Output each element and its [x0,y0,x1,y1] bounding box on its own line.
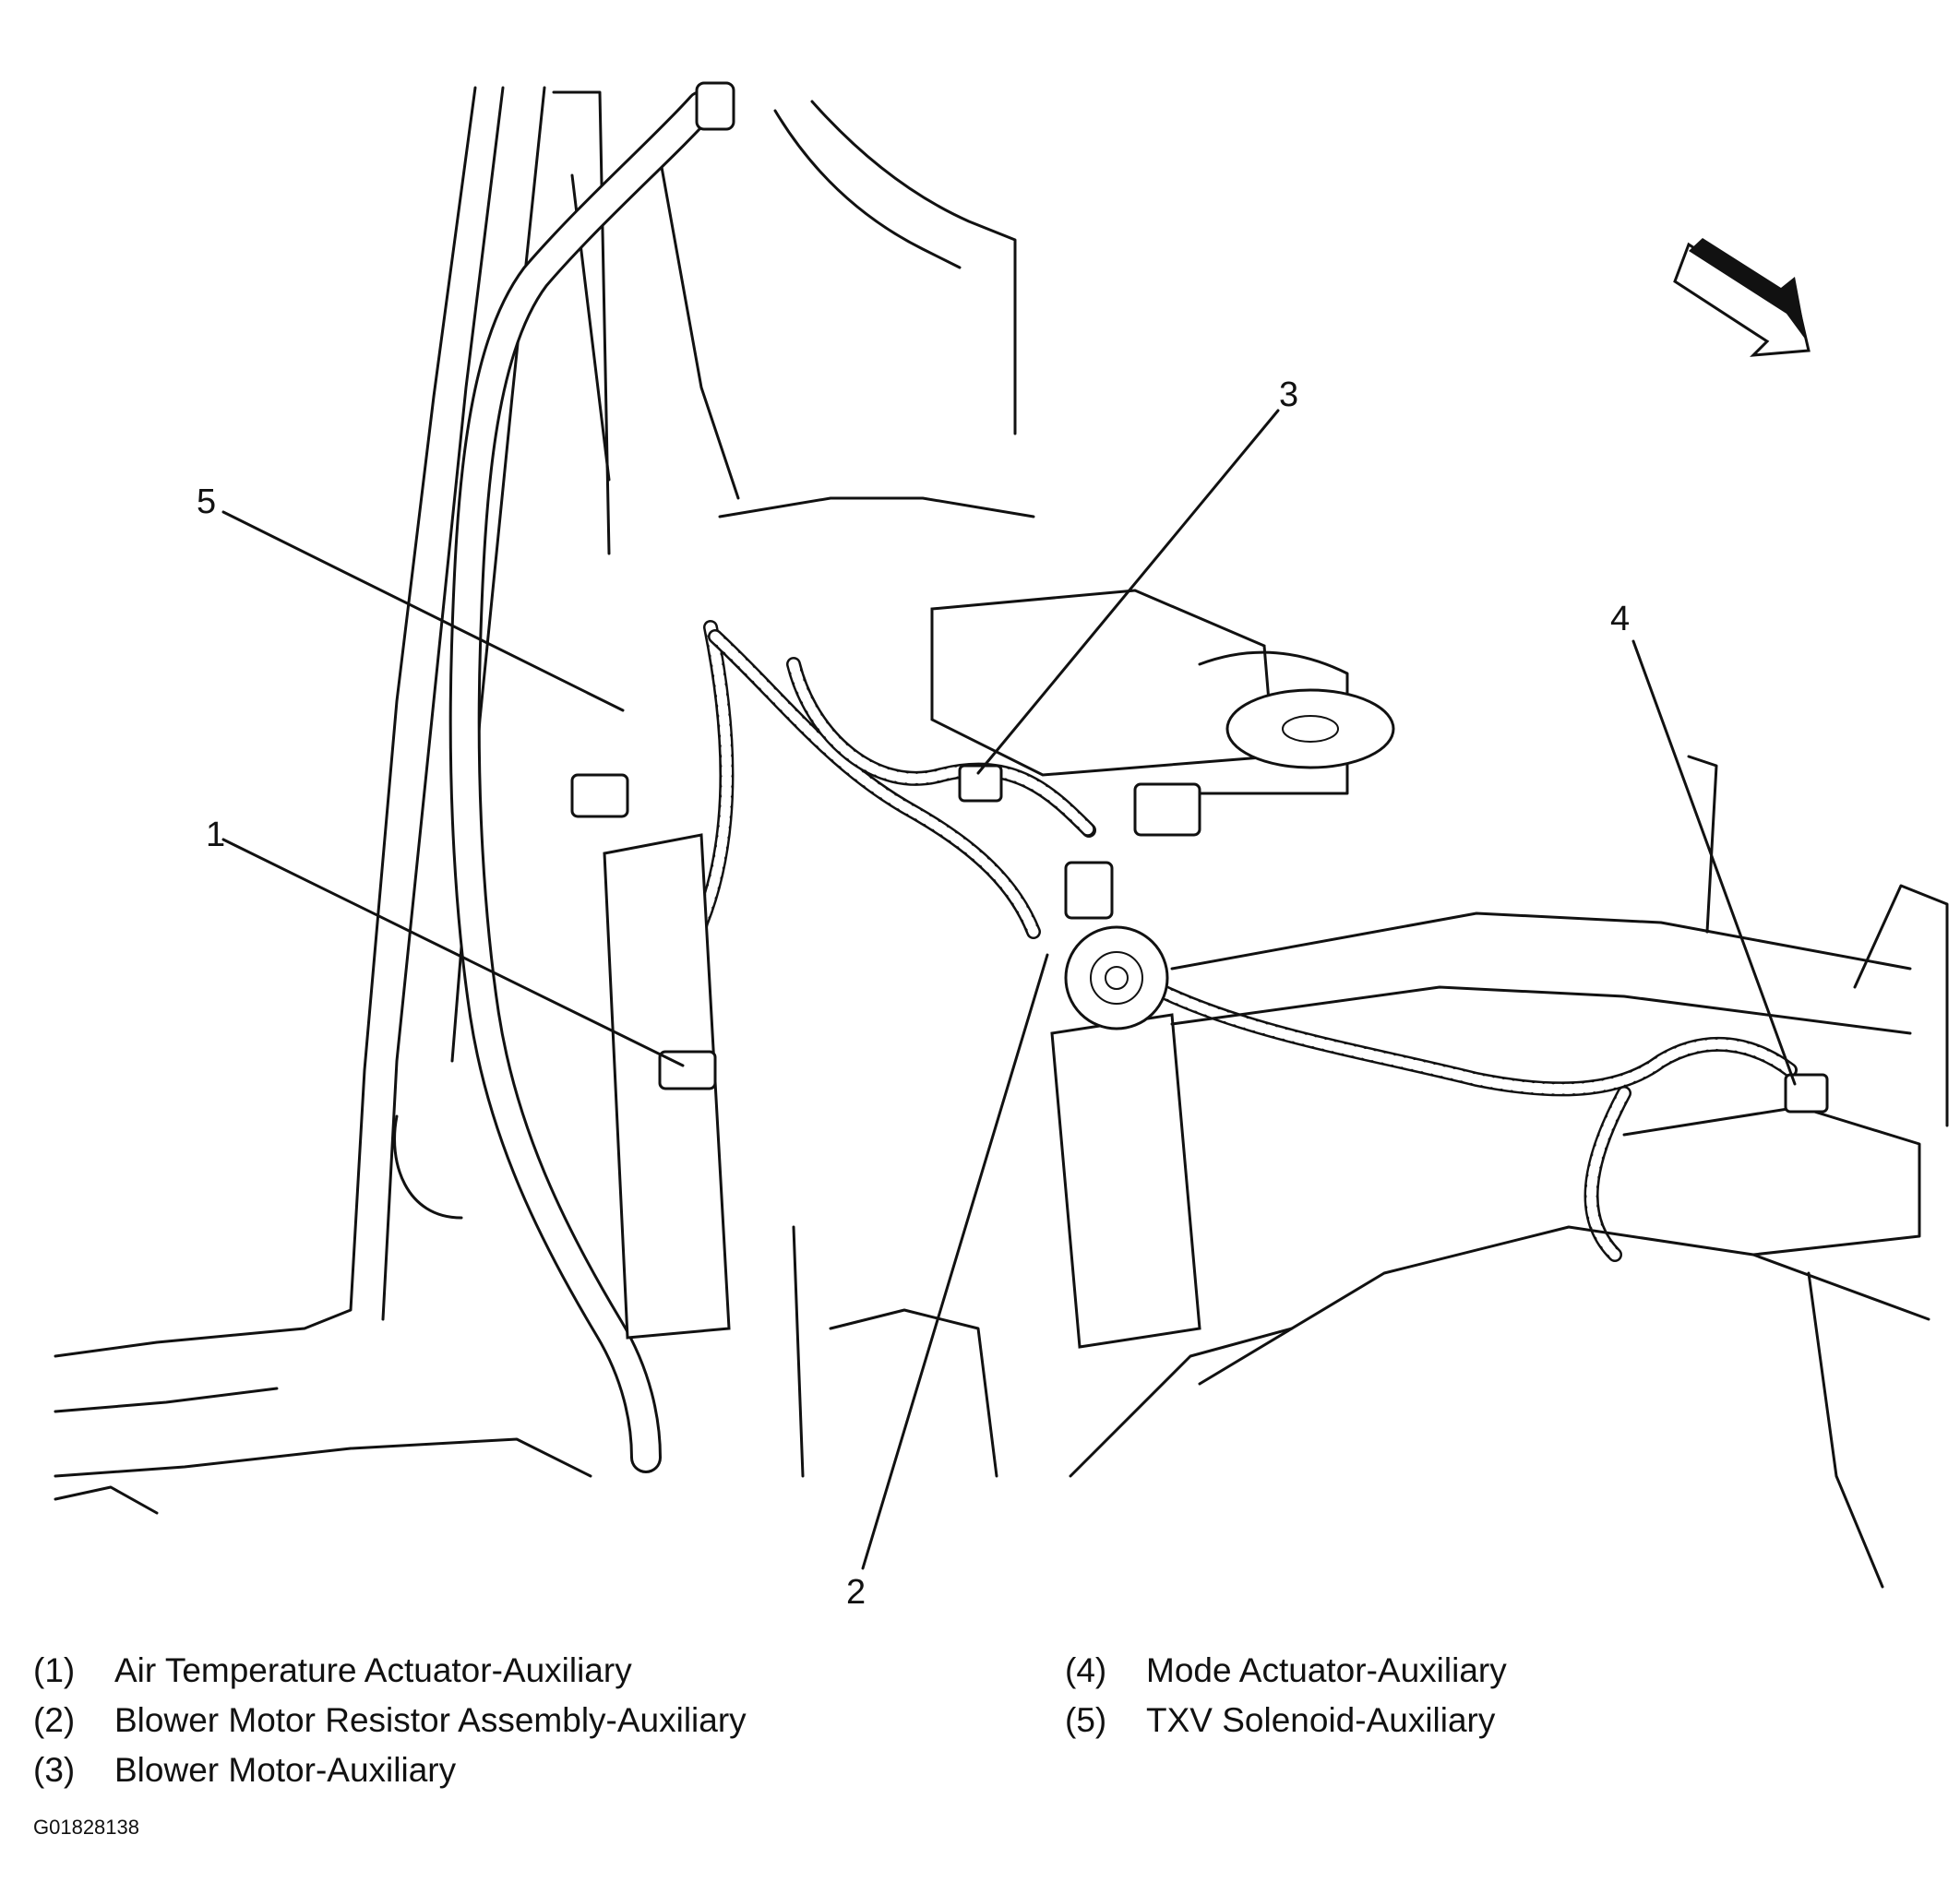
hvac-component-illustration: 1 2 3 4 5 [54,81,1949,1612]
wiring-loom [673,620,1798,1262]
main-wiring-harness [448,81,735,1473]
forward-arrow-icon [1673,238,1811,357]
component-legend: (1)Air Temperature Actuator-Auxiliary (2… [33,1651,1925,1817]
legend-item: (2)Blower Motor Resistor Assembly-Auxili… [33,1701,747,1739]
figure-id: G01828138 [33,1816,139,1839]
callout-2: 2 [846,1573,866,1612]
callout-1: 1 [206,816,225,854]
connectors [570,764,1829,1114]
callout-leaders [221,409,1797,1570]
legend-item: (5)TXV Solenoid-Auxiliary [1065,1701,1496,1739]
legend-item: (3)Blower Motor-Auxiliary [33,1751,457,1789]
legend-item: (1)Air Temperature Actuator-Auxiliary [33,1651,632,1689]
callout-3: 3 [1279,375,1298,414]
callout-4: 4 [1610,600,1630,638]
callout-5: 5 [197,482,216,521]
body-panels [54,86,1017,1515]
callout-numbers: 1 2 3 4 5 [197,375,1630,1612]
legend-item: (4)Mode Actuator-Auxiliary [1065,1651,1507,1689]
